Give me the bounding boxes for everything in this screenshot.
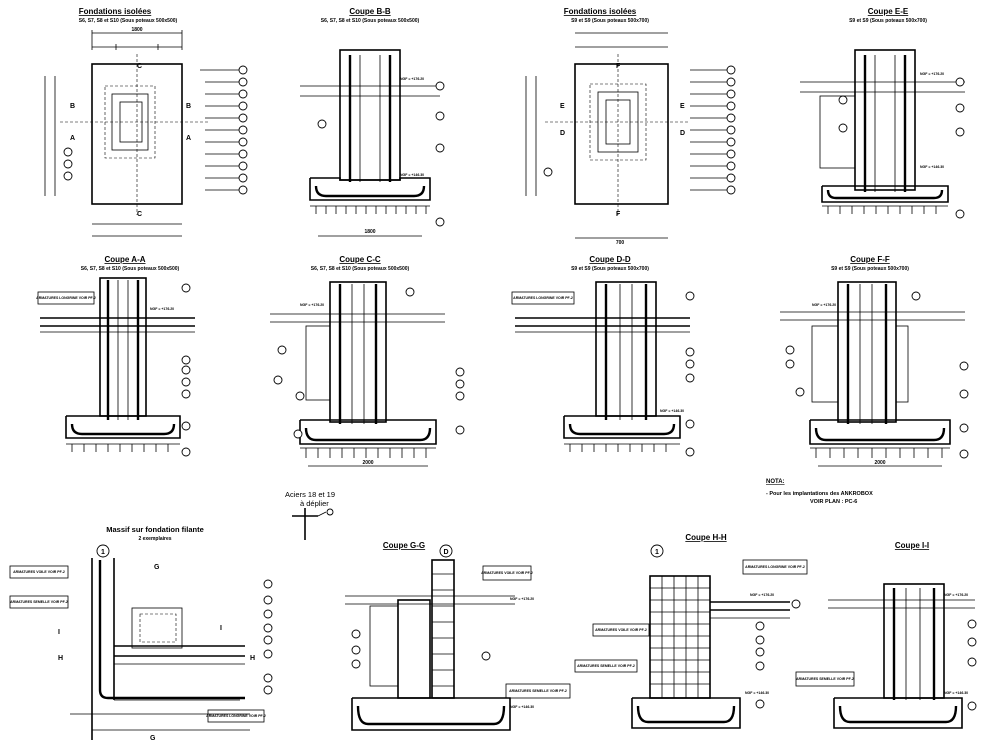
level-coupe-ff-top: NGF = +176.20 — [812, 303, 836, 307]
axis-mark-d-gg: D — [443, 549, 448, 556]
level-coupe-ee-top: NGF = +176.20 — [920, 72, 944, 76]
axis-mark-1-massif: 1 — [101, 549, 105, 556]
section-mark-h-left: H — [58, 655, 63, 662]
title-fondations-isolees-2: Fondations isolées — [564, 7, 637, 16]
section-mark-c-bottom: C — [137, 211, 142, 218]
callout-longrine-dd: ARMATURES LONGRINE VOIR PF-2 — [513, 296, 573, 300]
callout-semelle-hh: ARMATURES SEMELLE VOIR PF-2 — [577, 664, 635, 668]
level-coupe-dd-bottom: NGF = +146.30 — [660, 409, 684, 413]
callout-longrine-hh: ARMATURES LONGRINE VOIR PF-2 — [745, 565, 805, 569]
massif-fondation-filante: Massif sur fondation filante 2 exemplair… — [9, 525, 273, 742]
nota-line-2: VOIR PLAN : PC-6 — [810, 499, 857, 505]
title-coupe-gg: Coupe G-G — [383, 541, 425, 550]
dim-coupe-ff: 2000 — [874, 460, 885, 466]
nota-block: NOTA: - Pour les implantations des ANKRO… — [766, 479, 873, 505]
coupe-ii: Coupe I-I ARMATURES SEMELLE VOIR PF-2 NG… — [795, 541, 977, 729]
aciers-18-19: Aciers 18 et 19 à déplier — [285, 490, 335, 540]
subtitle-coupe-ee: S9 et S9 (Sous poteaux 500x700) — [849, 18, 927, 24]
section-mark-h-right: H — [250, 655, 255, 662]
title-coupe-cc: Coupe C-C — [339, 255, 381, 264]
coupe-bb: Coupe B-B S6, S7, S8 et S10 (Sous poteau… — [300, 7, 445, 237]
level-coupe-bb-top: NGF = +176.20 — [400, 77, 424, 81]
title-coupe-ff: Coupe F-F — [850, 255, 890, 264]
callout-voile-hh: ARMATURES VOILE VOIR PF-2 — [595, 628, 647, 632]
nota-title: NOTA: — [766, 479, 785, 485]
aciers-subtitle: à déplier — [300, 499, 329, 508]
callout-semelle-gg: ARMATURES SEMELLE VOIR PF-2 — [509, 689, 567, 693]
coupe-aa: Coupe A-A S6, S7, S8 et S10 (Sous poteau… — [36, 255, 195, 457]
nota-line-1: - Pour les implantations des ANKROBOX — [766, 491, 873, 497]
subtitle-fondations-isolees-1: S6, S7, S8 et S10 (Sous poteaux 500x500) — [79, 18, 178, 24]
subtitle-fondations-isolees-2: S9 et S9 (Sous poteaux 500x700) — [571, 18, 649, 24]
section-mark-f-bottom: F — [616, 211, 621, 218]
level-coupe-bb-bottom: NGF = +146.30 — [400, 173, 424, 177]
level-coupe-ii-top: NGF = +176.20 — [944, 593, 968, 597]
subtitle-coupe-aa: S6, S7, S8 et S10 (Sous poteaux 500x500) — [81, 266, 180, 272]
section-mark-i-left: I — [58, 629, 60, 636]
dim-coupe-cc: 2000 — [362, 460, 373, 466]
aciers-title: Aciers 18 et 19 — [285, 490, 335, 499]
level-coupe-hh-top: NGF = +176.20 — [750, 593, 774, 597]
section-mark-d-right: D — [680, 130, 685, 137]
title-fondations-isolees-1: Fondations isolées — [79, 7, 152, 16]
title-coupe-bb: Coupe B-B — [349, 7, 391, 16]
title-coupe-hh: Coupe H-H — [685, 533, 727, 542]
section-mark-a-left: A — [70, 135, 75, 142]
subtitle-coupe-cc: S6, S7, S8 et S10 (Sous poteaux 500x500) — [311, 266, 410, 272]
title-massif: Massif sur fondation filante — [106, 525, 204, 534]
subtitle-coupe-dd: S9 et S9 (Sous poteaux 500x700) — [571, 266, 649, 272]
level-coupe-hh-bottom: NGF = +146.30 — [745, 691, 769, 695]
level-coupe-gg-bottom: NGF = +146.30 — [510, 705, 534, 709]
level-coupe-ee-bottom: NGF = +146.30 — [920, 165, 944, 169]
coupe-hh: Coupe H-H 1 ARMATURES LONGRINE VOIR PF-2… — [574, 533, 808, 729]
section-mark-b-right: B — [186, 103, 191, 110]
title-coupe-ii: Coupe I-I — [895, 541, 929, 550]
coupe-cc: Coupe C-C S6, S7, S8 et S10 (Sous poteau… — [270, 255, 465, 467]
coupe-gg: Coupe G-G D ARMATURES VOILE VOIR PF-2 AR… — [345, 541, 571, 731]
callout-semelle-ii: ARMATURES SEMELLE VOIR PF-2 — [796, 677, 854, 681]
section-mark-i-right: I — [220, 625, 222, 632]
dim-top-fond-1: 1800 — [131, 27, 142, 33]
coupe-ff: Coupe F-F S9 et S9 (Sous poteaux 500x700… — [780, 255, 969, 467]
callout-longrine-massif: ARMATURES LONGRINE VOIR PF-2 — [206, 714, 266, 718]
section-mark-f-top: F — [616, 63, 621, 70]
dim-fond-2-col: 700 — [616, 240, 625, 246]
plan-fondation-isolee-1: Fondations isolées S6, S7, S8 et S10 (So… — [44, 7, 248, 237]
level-coupe-ii-bottom: NGF = +146.30 — [944, 691, 968, 695]
title-coupe-aa: Coupe A-A — [104, 255, 145, 264]
callout-voile-gg: ARMATURES VOILE VOIR PF-2 — [481, 571, 533, 575]
section-mark-g-top: G — [154, 564, 160, 571]
dim-coupe-bb: 1800 — [364, 229, 375, 235]
section-mark-e-right: E — [680, 103, 685, 110]
section-mark-d-left: D — [560, 130, 565, 137]
section-mark-c-top: C — [137, 63, 142, 70]
callout-semelle-massif: ARMATURES SEMELLE VOIR PF-2 — [10, 600, 68, 604]
section-mark-a-right: A — [186, 135, 191, 142]
axis-mark-1-hh: 1 — [655, 549, 659, 556]
subtitle-massif: 2 exemplaires — [138, 536, 171, 542]
level-coupe-cc-top: NGF = +176.20 — [300, 303, 324, 307]
callout-voile-massif: ARMATURES VOILE VOIR PF-2 — [13, 570, 65, 574]
callout-longrine-aa: ARMATURES LONGRINE VOIR PF-2 — [36, 296, 96, 300]
level-coupe-aa-top: NGF = +176.20 — [150, 307, 174, 311]
plan-fondation-isolee-2: Fondations isolées S9 et S9 (Sous poteau… — [525, 7, 736, 246]
section-mark-e-left: E — [560, 103, 565, 110]
section-mark-b-left: B — [70, 103, 75, 110]
coupe-ee: Coupe E-E S9 et S9 (Sous poteaux 500x700… — [800, 7, 965, 219]
subtitle-coupe-bb: S6, S7, S8 et S10 (Sous poteaux 500x500) — [321, 18, 420, 24]
subtitle-coupe-ff: S9 et S9 (Sous poteaux 500x700) — [831, 266, 909, 272]
level-coupe-gg-top: NGF = +176.20 — [510, 597, 534, 601]
section-mark-g-bottom: G — [150, 735, 156, 742]
title-coupe-dd: Coupe D-D — [589, 255, 631, 264]
coupe-dd: Coupe D-D S9 et S9 (Sous poteaux 500x700… — [511, 255, 695, 457]
title-coupe-ee: Coupe E-E — [868, 7, 909, 16]
